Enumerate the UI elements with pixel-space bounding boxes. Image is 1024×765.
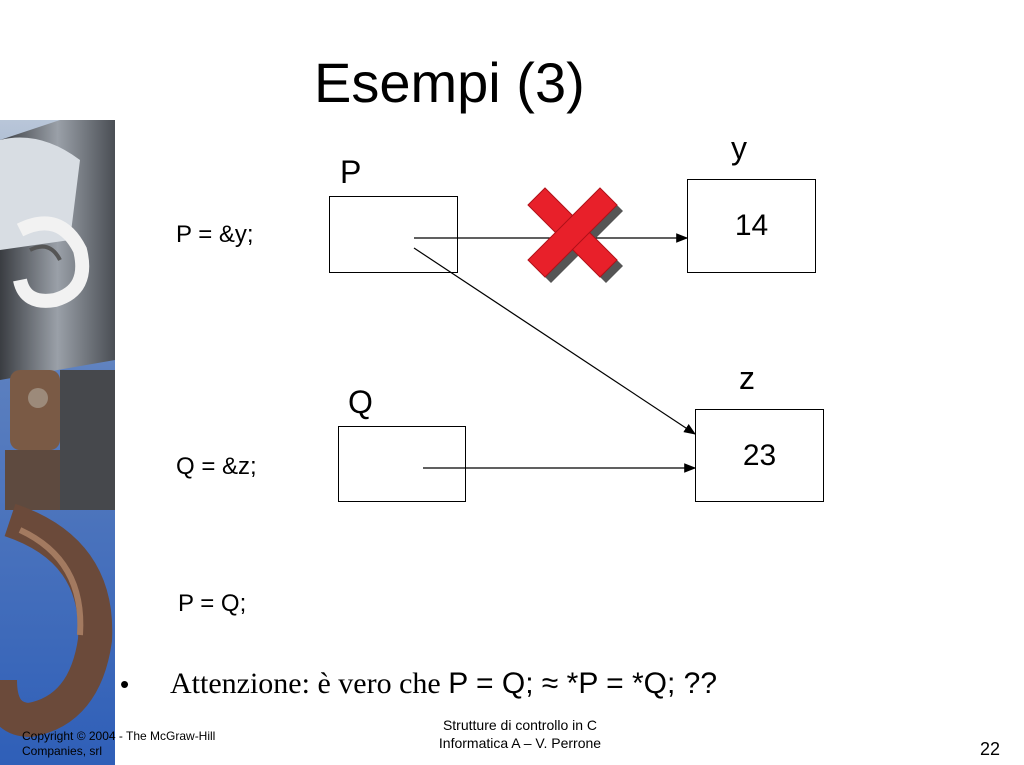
code-q-assign-z: Q = &z; [176,453,257,480]
label-q: Q [348,384,373,420]
code-p-assign-y: P = &y; [176,221,254,248]
footer-copyright: Copyright © 2004 - The McGraw-Hill Compa… [22,729,216,758]
box-p [329,196,458,273]
box-y: 14 [687,179,816,273]
cross-icon [527,187,623,283]
box-q [338,426,466,502]
page-title: Esempi (3) [314,51,585,114]
value-z: 23 [742,438,777,472]
footer-course-title: Strutture di controllo in C [442,717,598,733]
bullet-marker: • [120,669,130,699]
label-p: P [340,154,362,190]
arrow-p-to-z [413,247,697,435]
label-z: z [739,360,755,396]
footer-course: Strutture di controllo in C Informatica … [400,716,640,752]
box-z: 23 [695,409,824,502]
bullet-text: Attenzione: è vero che [170,667,449,700]
footer-course-author: Informatica A – V. Perrone [438,735,602,751]
page-number: 22 [980,739,1001,759]
value-y: 14 [734,209,769,242]
label-y: y [731,130,747,166]
bullet-expression: P = Q; ≈ *P = *Q; ?? [448,667,718,700]
code-p-assign-q: P = Q; [178,590,247,617]
bullet-attenzione: • Attenzione: è vero che P = Q; ≈ *P = *Q… [120,664,717,704]
crane-hook-image [0,120,115,765]
